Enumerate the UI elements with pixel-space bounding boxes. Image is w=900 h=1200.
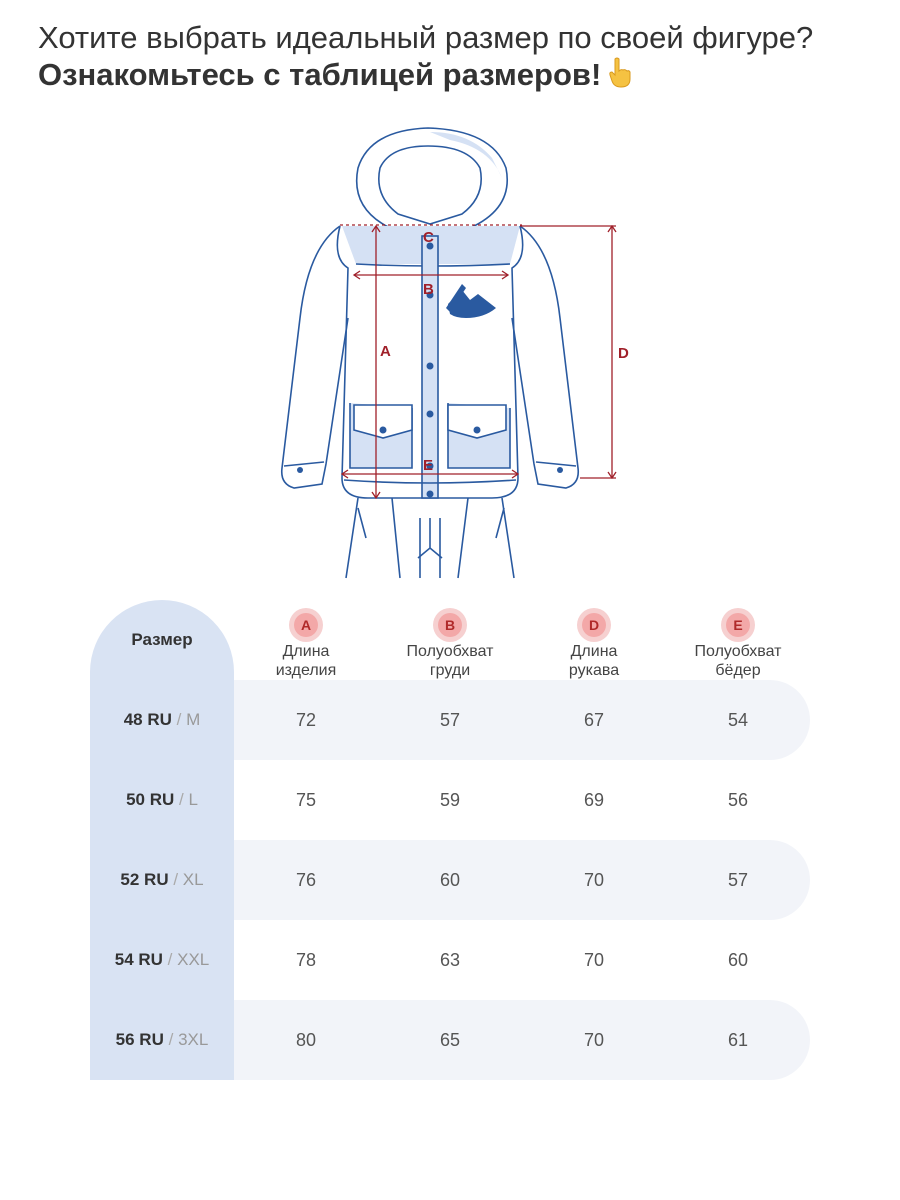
badge-b: B xyxy=(433,608,467,642)
size-label: 48 RU / M xyxy=(123,710,201,729)
trousers xyxy=(345,497,515,579)
measure-label-b: B xyxy=(423,281,434,298)
table-row: 48 RU / M 72 57 67 54 xyxy=(90,680,810,760)
cell-chest: 59 xyxy=(439,790,461,810)
cell-sleeve: 67 xyxy=(583,710,605,730)
headline-cta: Ознакомьтесь с таблицей размеров! xyxy=(38,56,878,94)
cell-hips: 60 xyxy=(727,950,749,970)
cell-chest: 63 xyxy=(439,950,461,970)
measure-label-d: D xyxy=(618,345,629,362)
right-sleeve xyxy=(511,225,580,489)
cell-chest: 60 xyxy=(439,870,461,890)
cell-length: 72 xyxy=(295,710,317,730)
cell-hips: 56 xyxy=(727,790,749,810)
size-label: 50 RU / L xyxy=(126,790,198,809)
badge-d: D xyxy=(577,608,611,642)
headline-question: Хотите выбрать идеальный размер по своей… xyxy=(38,20,814,55)
left-sleeve xyxy=(280,225,349,489)
cell-length: 78 xyxy=(295,950,317,970)
cell-sleeve: 70 xyxy=(583,870,605,890)
cell-sleeve: 70 xyxy=(583,1030,605,1050)
column-header-a: A Длина изделия xyxy=(234,608,378,680)
column-header-b: B Полуобхват груди xyxy=(378,608,522,680)
size-label: 56 RU / 3XL xyxy=(115,1030,209,1049)
jacket-diagram: A B C D E xyxy=(280,127,629,579)
mountain-logo-icon xyxy=(446,284,496,318)
measure-label-a: A xyxy=(380,343,391,360)
badge-a: A xyxy=(289,608,323,642)
size-label: 54 RU / XXL xyxy=(114,950,210,969)
cell-sleeve: 70 xyxy=(583,950,605,970)
cell-sleeve: 69 xyxy=(583,790,605,810)
headline: Хотите выбрать идеальный размер по своей… xyxy=(38,20,878,94)
size-column-background xyxy=(90,600,234,1080)
cell-hips: 57 xyxy=(727,870,749,890)
measure-label-e: E xyxy=(423,457,433,474)
cell-length: 75 xyxy=(295,790,317,810)
column-header-e: E Полуобхват бёдер xyxy=(666,608,810,680)
measure-label-c: C xyxy=(423,229,434,246)
table-row: 54 RU / XXL 78 63 70 60 xyxy=(90,920,810,1000)
pointing-down-hand-icon xyxy=(609,57,631,88)
cell-chest: 57 xyxy=(439,710,461,730)
table-row: 50 RU / L 75 59 69 56 xyxy=(90,760,810,840)
column-header-d: D Длина рукава xyxy=(522,608,666,680)
cell-hips: 61 xyxy=(727,1030,749,1050)
badge-e: E xyxy=(721,608,755,642)
cell-length: 76 xyxy=(295,870,317,890)
cell-chest: 65 xyxy=(439,1030,461,1050)
cell-hips: 54 xyxy=(727,710,749,730)
headline-cta-text: Ознакомьтесь с таблицей размеров! xyxy=(38,57,602,92)
table-row: 52 RU / XL 76 60 70 57 xyxy=(90,840,810,920)
size-column-header: Размер xyxy=(131,630,193,649)
table-row: 56 RU / 3XL 80 65 70 61 xyxy=(90,1000,810,1080)
hood-opening xyxy=(378,145,482,225)
cell-length: 80 xyxy=(295,1030,317,1050)
size-label: 52 RU / XL xyxy=(120,870,204,889)
